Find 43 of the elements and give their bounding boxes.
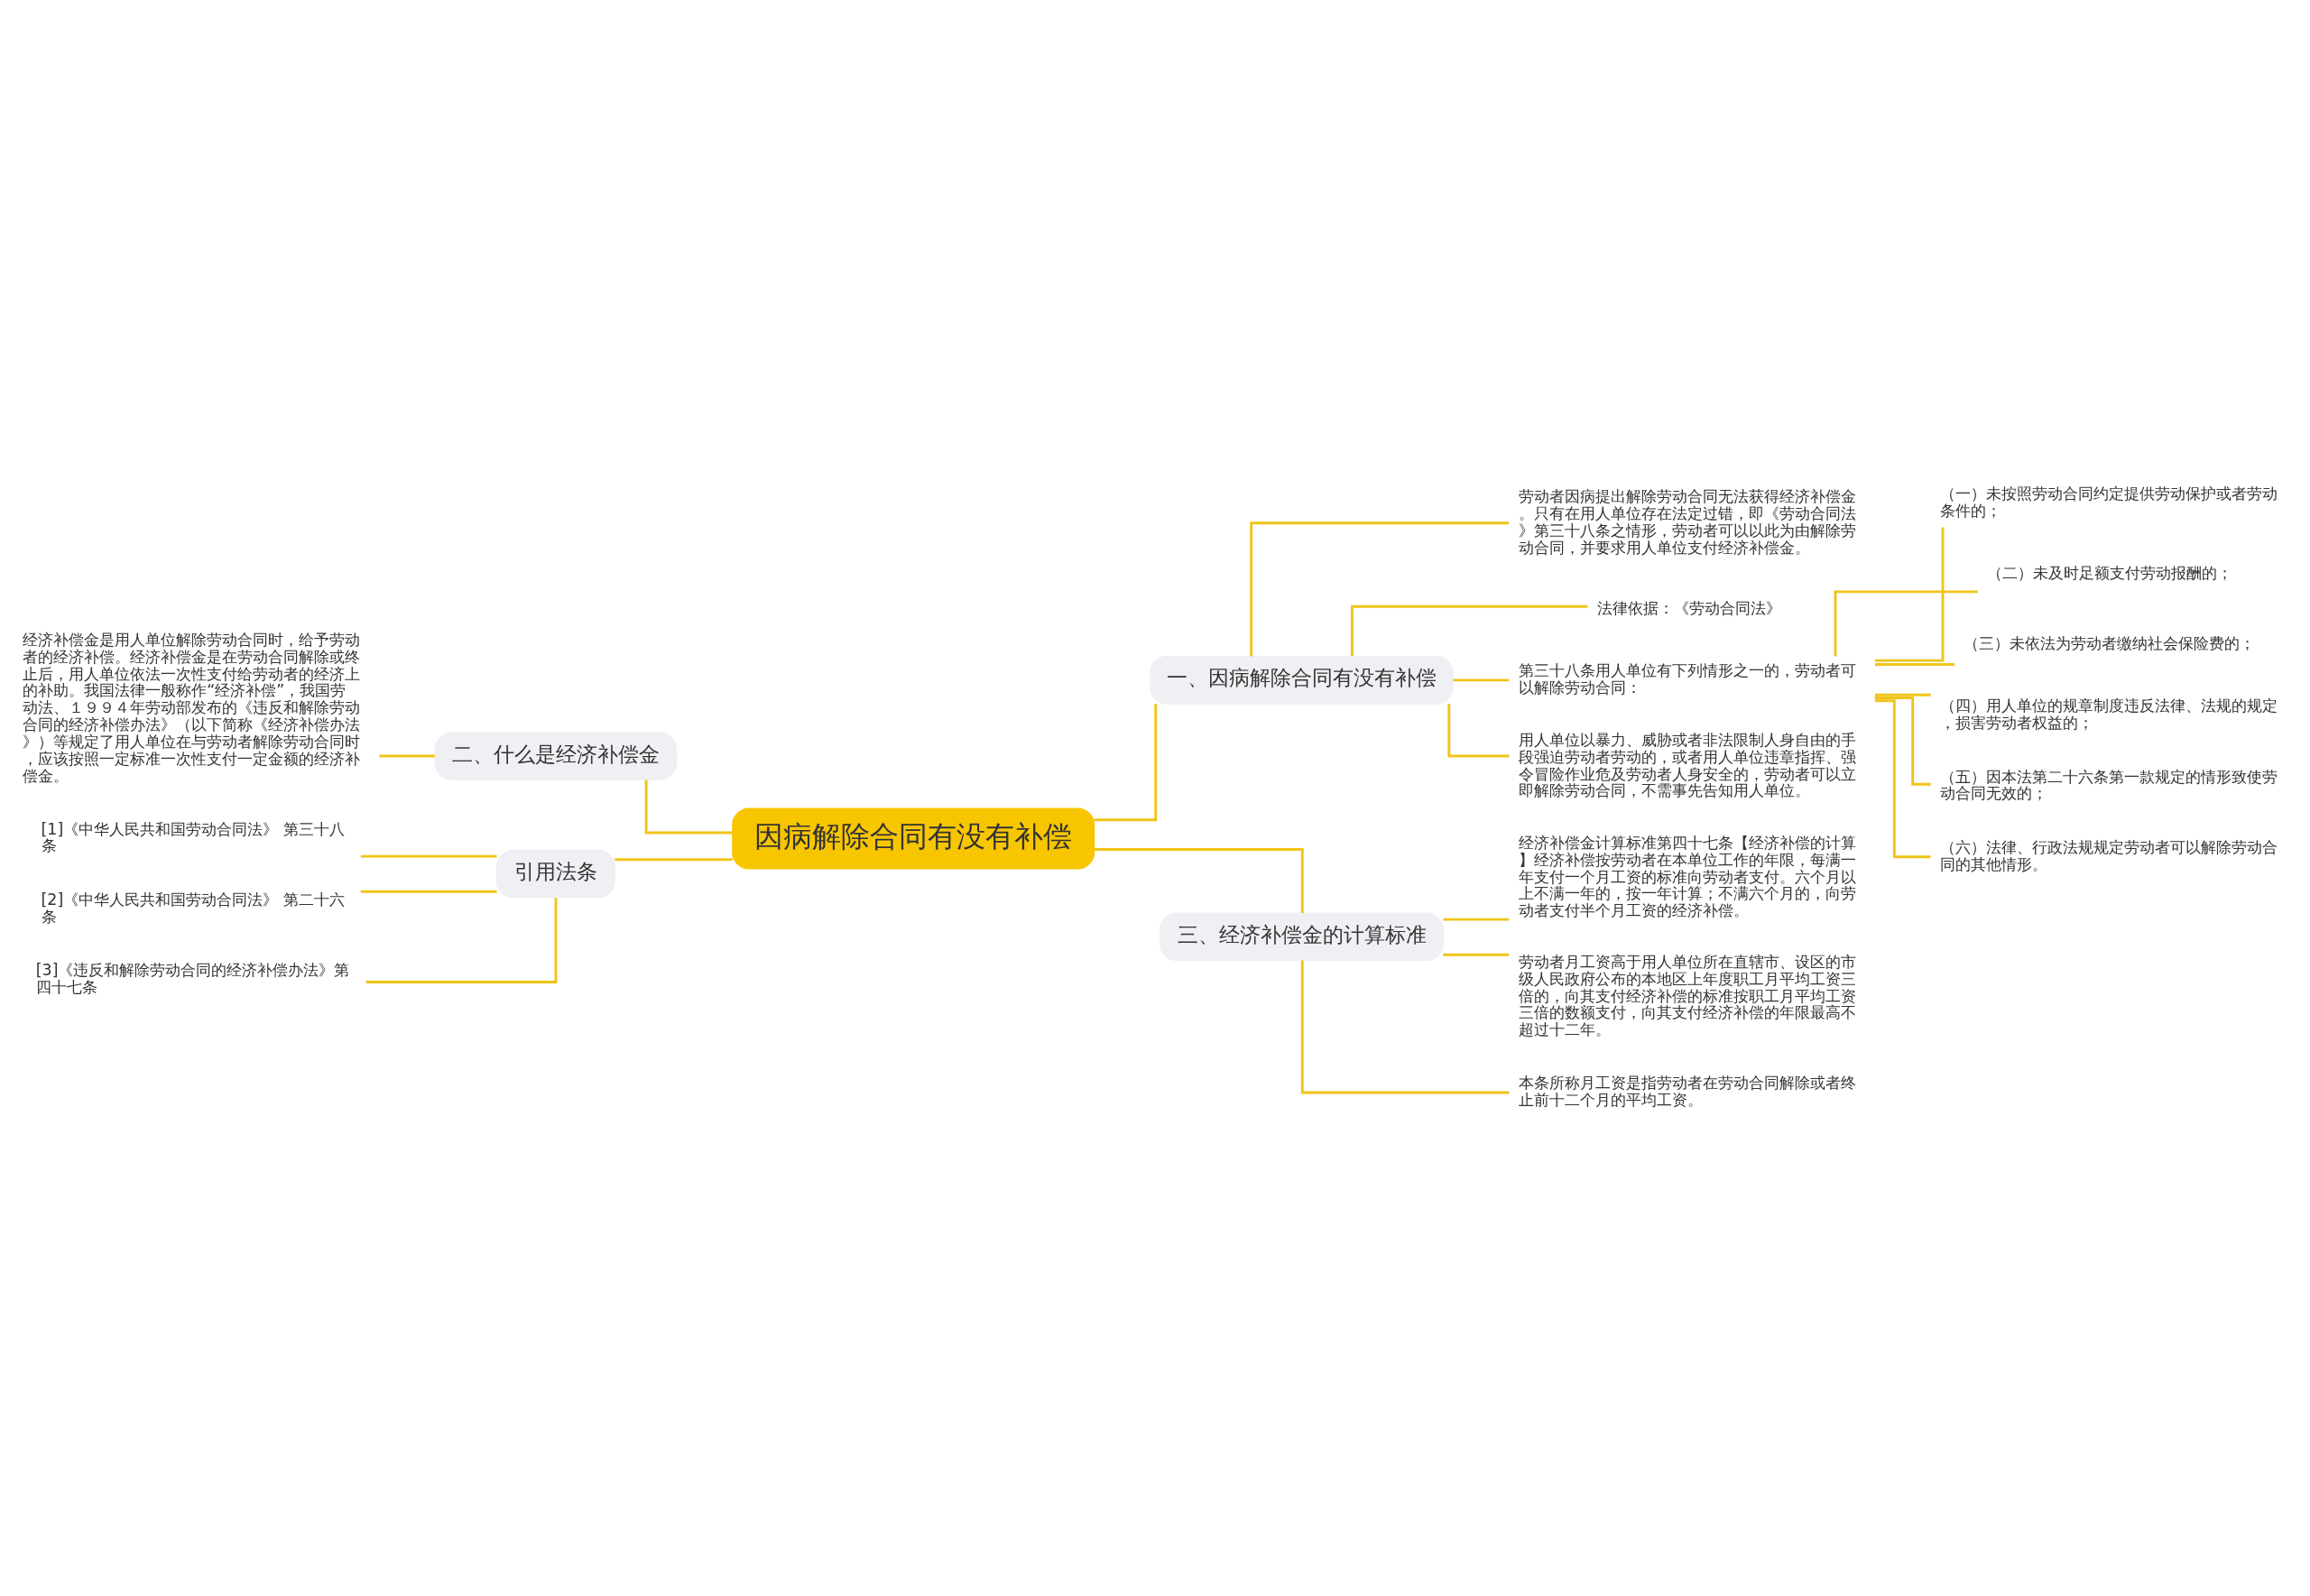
connector: [1875, 693, 1931, 697]
node-box: 三、经济补偿金的计算标准: [1160, 912, 1445, 962]
connector: [360, 854, 497, 858]
connector: [365, 898, 558, 983]
node-text: 经济补偿金是用人单位解除劳动合同时，给予劳动者的经济补偿。经济补偿金是在劳动合同解除或终止后，用人单位依法一次性支付给劳动者的经济上的补助。我国法律一般称作“经济补偿”，我国劳动法、１９９４年劳动部发布的《违反和解除劳动合同的经济补偿办法》（以下简称《经济补偿办法》）等规定了用人单位在与劳动者解除劳动合同时，应该按照一定标准一次性支付一定金额的经济补偿金。: [23, 630, 361, 785]
connector: [379, 754, 436, 758]
connector: [1874, 699, 1931, 859]
node-text: （一）未按照劳动合同约定提供劳动保护或者劳动条件的；: [1940, 484, 2278, 520]
connector: [1094, 704, 1158, 822]
node-text: （六）法律、行政法规规定劳动者可以解除劳动合同的其他情形。: [1940, 837, 2278, 873]
node-text: （二）未及时足额支付劳动报酬的；: [1987, 563, 2233, 582]
connector: [1875, 663, 1955, 666]
node-text: （五）因本法第二十六条第一款规定的情形致使劳动合同无效的；: [1940, 767, 2278, 803]
connector: [1094, 848, 1304, 913]
connector: [1443, 953, 1510, 956]
node-text: 用人单位以暴力、威胁或者非法限制人身自由的手段强迫劳动者劳动的，或者用人单位违章指挥、强令冒险作业危及劳动者人身安全的，劳动者可以立即解除劳动合同，不需事先告知用人单位。: [1518, 730, 1856, 800]
connector: [1453, 678, 1510, 682]
connector: [1834, 590, 1978, 657]
node-text: （三）未依法为劳动者缴纳社会保险费的；: [1964, 634, 2256, 653]
connector: [1300, 960, 1510, 1094]
connector: [360, 890, 497, 893]
node-box: 因病解除合同有没有补偿: [732, 807, 1095, 870]
connector: [1874, 527, 1945, 662]
node-text: 第三十八条用人单位有下列情形之一的，劳动者可以解除劳动合同：: [1518, 660, 1856, 697]
connector: [644, 780, 733, 835]
connector: [1250, 521, 1510, 657]
connector: [1443, 918, 1510, 921]
node-text: 法律依据：《劳动合同法》: [1596, 599, 1781, 617]
node-text: （四）用人单位的规章制度违反法律、法规的规定，损害劳动者权益的；: [1940, 697, 2278, 732]
connector: [1874, 697, 1931, 786]
node-box: 一、因病解除合同有没有补偿: [1150, 656, 1454, 705]
node-text: 经济补偿金计算标准第四十七条【经济补偿的计算】经济补偿按劳动者在本单位工作的年限，每满一年支付一个月工资的标准向劳动者支付。六个月以上不满一年的，按一年计算；不满六个月的，向劳动者支付半个月工资的经济补偿。: [1518, 833, 1856, 920]
connector: [614, 858, 733, 862]
node-text: [3]《违反和解除劳动合同的经济补偿办法》第四十七条: [35, 961, 350, 997]
connector: [1351, 604, 1588, 657]
node-text: [2]《中华人民共和国劳动合同法》 第二十六条: [41, 890, 345, 926]
node-text: 本条所称月工资是指劳动者在劳动合同解除或者终止前十二个月的平均工资。: [1518, 1074, 1856, 1109]
node-box: 引用法条: [495, 849, 615, 899]
node-text: [1]《中华人民共和国劳动合同法》 第三十八条: [41, 819, 345, 855]
node-text: 劳动者因病提出解除劳动合同无法获得经济补偿金。只有在用人单位存在法定过错，即《劳动合同法》第三十八条之情形，劳动者可以以此为由解除劳动合同，并要求用人单位支付经济补偿金。: [1518, 486, 1856, 557]
node-box: 二、什么是经济补偿金: [434, 732, 678, 780]
connector: [1447, 704, 1510, 758]
node-text: 劳动者月工资高于用人单位所在直辖市、设区的市级人民政府公布的本地区上年度职工月平均工资三倍的，向其支付经济补偿的标准按职工月平均工资三倍的数额支付，向其支付经济补偿的年限最高不超过十二年。: [1518, 952, 1856, 1039]
